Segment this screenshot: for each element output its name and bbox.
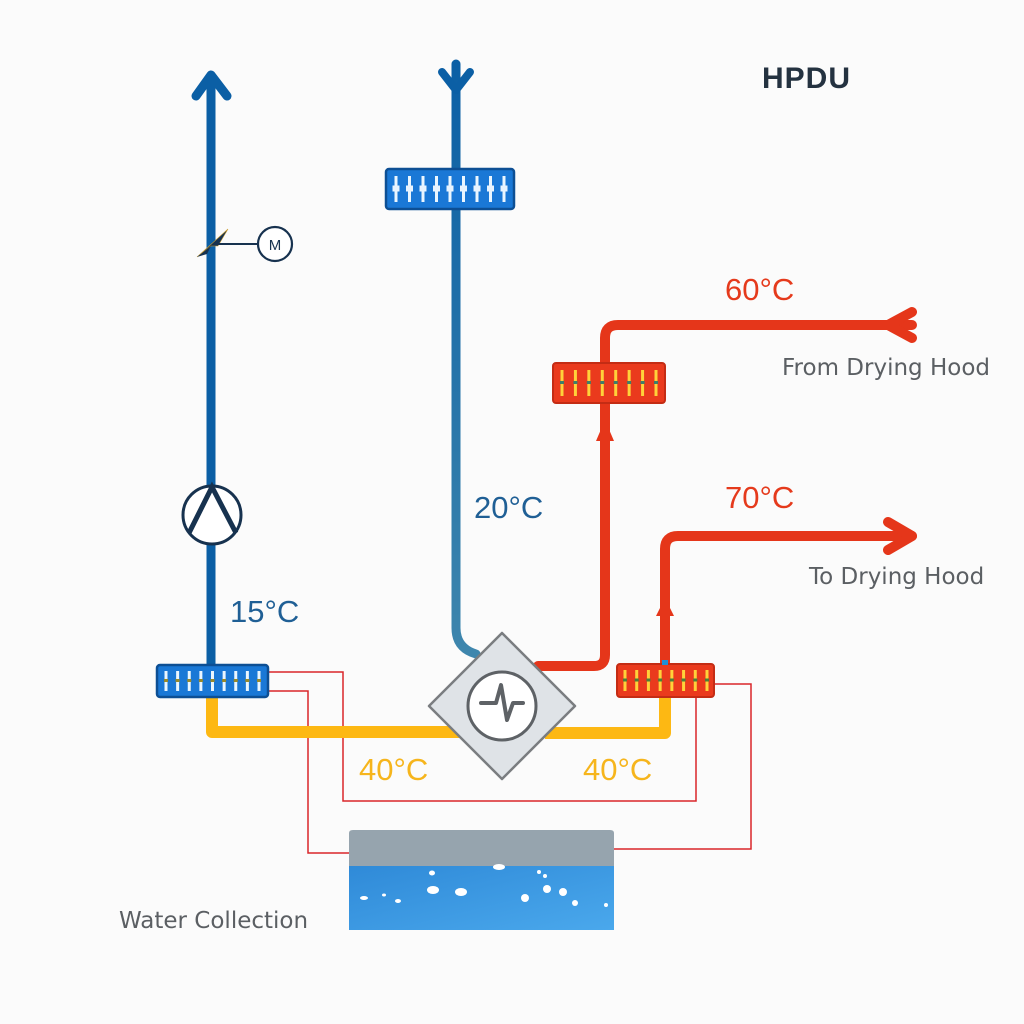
- temp-return-from-hood: 60°C: [725, 272, 795, 307]
- temp-supply-to-hood: 70°C: [725, 480, 795, 515]
- temp-refrigerant-right: 40°C: [583, 752, 653, 787]
- caption-to-drying-hood: To Drying Hood: [809, 564, 985, 590]
- inlet-arrow-icon: [438, 68, 474, 94]
- supply-arrow-head-icon: [883, 517, 917, 555]
- coil-fin-joint: [257, 679, 261, 682]
- temp-cold-outlet: 15°C: [230, 594, 300, 629]
- up-flow-arrow-icon: [656, 598, 674, 616]
- water-bubble: [429, 870, 435, 876]
- coil-fin-joint: [175, 679, 180, 682]
- coil-fin-joint: [600, 381, 605, 384]
- water-bubble: [572, 900, 578, 906]
- compressor-icon: [427, 631, 577, 781]
- signal-wires: [268, 671, 752, 854]
- wire-blue-coil-to-tank: [268, 690, 350, 854]
- reheat-coil: [552, 362, 666, 404]
- water-bubble: [360, 896, 368, 900]
- coil-fin-joint: [560, 381, 564, 384]
- coil-fin-joint: [573, 381, 578, 384]
- coil-fin-joint: [669, 678, 674, 682]
- fan-pump-icon: [181, 481, 243, 546]
- coil-fin-joint: [654, 381, 658, 384]
- coil-fin-joint: [640, 381, 645, 384]
- diagram-title: HPDU: [762, 62, 852, 95]
- coil-fin-joint: [222, 679, 227, 682]
- water-bubble: [543, 874, 547, 878]
- water-bubble: [537, 870, 541, 874]
- coil-fin-joint: [433, 185, 440, 192]
- water-bubble: [455, 888, 467, 896]
- water-bubble: [543, 885, 551, 893]
- up-flow-arrow-icon: [596, 420, 614, 441]
- water-bubble: [427, 886, 439, 894]
- wire-blue-coil-to-red-coil: [268, 671, 697, 802]
- coil-fin-joint: [487, 185, 494, 192]
- caption-from-drying-hood: From Drying Hood: [782, 355, 990, 381]
- coil-fin-joint: [164, 679, 168, 682]
- hot-return-pipe: [533, 307, 917, 671]
- coil-fin-joint: [646, 678, 651, 682]
- coil-fin-joint: [406, 185, 413, 192]
- evaporator-coil: [155, 663, 270, 699]
- coil-fin-joint: [586, 381, 591, 384]
- coil-fin-joint: [198, 679, 203, 682]
- water-bubble: [559, 888, 567, 896]
- condenser-coil: [616, 660, 715, 698]
- motor-label: M: [269, 237, 282, 254]
- caption-water-collection: Water Collection: [119, 908, 309, 934]
- water-collection-tank: [349, 830, 614, 930]
- temp-refrigerant-left: 40°C: [359, 752, 429, 787]
- coil-fin-joint: [693, 678, 698, 682]
- coil-fin-joint: [613, 381, 618, 384]
- coil-fin-joint: [419, 185, 427, 192]
- coil-fin-joint: [210, 679, 215, 682]
- wire-red-coil-to-tank: [613, 683, 752, 850]
- coil-fin-joint: [233, 679, 238, 682]
- water-bubble: [382, 893, 386, 897]
- coil-fin-joint: [681, 678, 686, 682]
- coil-fin-joint: [187, 679, 192, 682]
- motorized-damper-icon: [196, 225, 294, 263]
- coil-fin-joint: [392, 185, 400, 192]
- water-bubble: [395, 899, 401, 903]
- coil-fin-joint: [245, 679, 250, 682]
- coil-fin-joint: [473, 185, 481, 192]
- coil-fin-joint: [705, 678, 709, 682]
- water-bubble: [604, 903, 608, 907]
- return-arrow-head-icon: [883, 307, 917, 343]
- cold-exhaust-pipe: [191, 70, 232, 671]
- hot-supply-pipe: [660, 517, 917, 669]
- coil-fin-joint: [658, 678, 663, 682]
- coil-fin-joint: [460, 185, 467, 192]
- coil-fin-joint: [623, 678, 627, 682]
- refrigerant-pipe: [206, 697, 671, 739]
- coil-fin-joint: [446, 185, 454, 192]
- water-bubble: [493, 864, 505, 870]
- exhaust-arrow-head-icon: [191, 70, 232, 101]
- coil-fin-joint: [500, 185, 508, 192]
- coil-fin-joint: [627, 381, 632, 384]
- coil-fin-joint: [634, 678, 639, 682]
- inlet-cooling-coil: [384, 167, 516, 211]
- temp-cold-inlet: 20°C: [474, 490, 544, 525]
- water-bubble: [521, 894, 529, 902]
- cold-inlet-pipe: [438, 59, 481, 659]
